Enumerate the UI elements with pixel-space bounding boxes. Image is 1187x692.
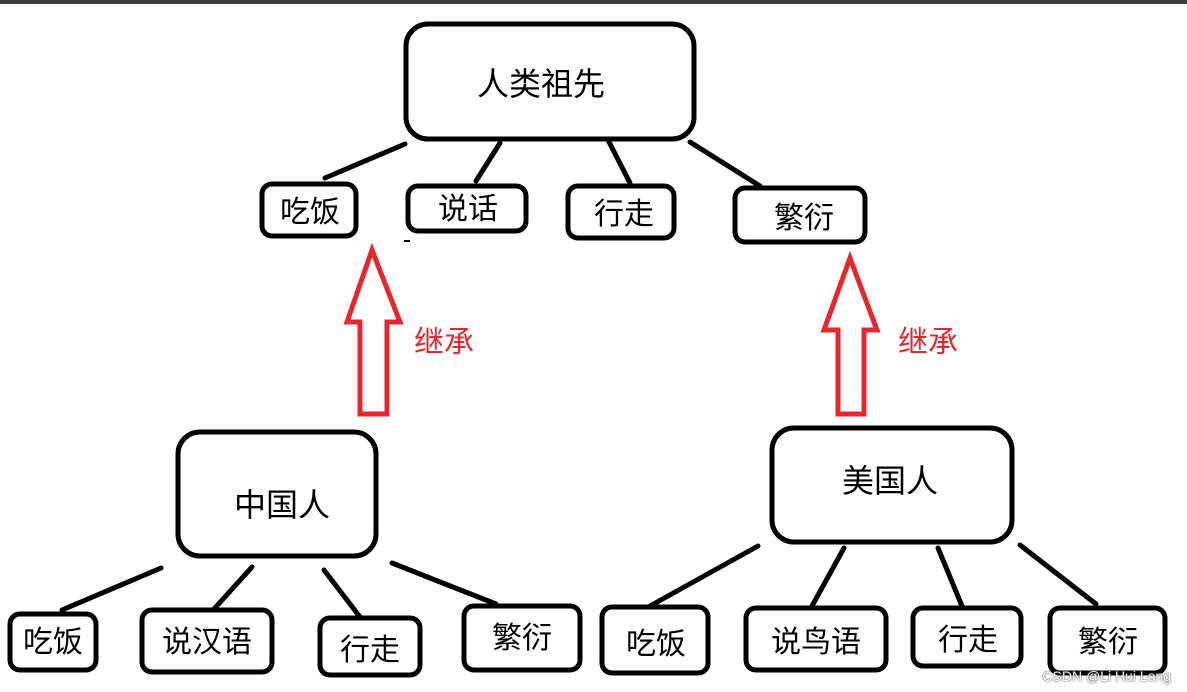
right-inheritance-arrow [820, 250, 881, 417]
window-top-edge [0, 0, 1187, 4]
right-trait-label: 吃饭 [626, 627, 686, 662]
watermark-text: CSDN @Li Hui Long [1042, 668, 1171, 684]
connector-right-trait-2 [809, 545, 847, 609]
right-trait-box-2 [743, 605, 889, 673]
connector-left-trait-4 [389, 560, 499, 607]
root-trait-label: 行走 [594, 197, 654, 232]
left-trait-box-1 [7, 611, 99, 673]
root-node-label: 人类祖先 [477, 65, 605, 103]
right-trait-label: 繁衍 [1078, 625, 1138, 660]
node-boxes [7, 21, 1168, 678]
left-trait-box-3 [317, 615, 423, 678]
left-trait-box-4 [461, 603, 583, 673]
root-trait-label: 吃饭 [280, 195, 340, 230]
connector-root-trait-3 [603, 133, 633, 186]
root-trait-box-3 [565, 183, 677, 241]
left-trait-box-2 [139, 607, 275, 675]
connector-right-trait-1 [647, 543, 761, 609]
inheritance-arrows [343, 242, 881, 417]
left-trait-label: 行走 [340, 633, 400, 668]
right-trait-label: 行走 [938, 623, 998, 658]
left-child-node-box [175, 429, 379, 559]
root-trait-label: 繁衍 [774, 201, 834, 236]
root-trait-box-1 [259, 181, 359, 239]
connector-right-trait-3 [935, 545, 965, 609]
right-trait-box-3 [910, 605, 1024, 669]
left-trait-label: 繁衍 [492, 621, 552, 656]
root-trait-box-2 [405, 183, 529, 234]
connector-left-trait-3 [321, 567, 363, 620]
left-trait-label: 吃饭 [23, 625, 83, 660]
right-trait-label: 说鸟语 [771, 625, 861, 660]
left-inheritance-arrow [343, 242, 404, 417]
right-trait-box-4 [1047, 605, 1168, 676]
left-inherit-label: 继承 [414, 325, 474, 360]
right-inherit-label: 继承 [898, 325, 958, 360]
left-child-node-label: 中国人 [234, 486, 330, 524]
right-trait-box-1 [599, 604, 711, 676]
root-node-box [403, 21, 697, 142]
root-trait-box-4 [732, 185, 868, 245]
right-child-node-box [769, 425, 1015, 545]
connector-left-trait-1 [59, 565, 164, 613]
connector-right-trait-4 [1017, 542, 1099, 607]
connector-left-trait-2 [211, 564, 255, 612]
connector-root-trait-4 [687, 139, 763, 189]
root-trait-label: 说话 [438, 192, 498, 227]
connector-root-trait-2 [473, 140, 503, 184]
connector-lines [59, 133, 1099, 620]
right-child-node-label: 美国人 [842, 462, 938, 500]
left-trait-label: 说汉语 [162, 625, 252, 660]
connector-root-trait-1 [322, 141, 408, 181]
